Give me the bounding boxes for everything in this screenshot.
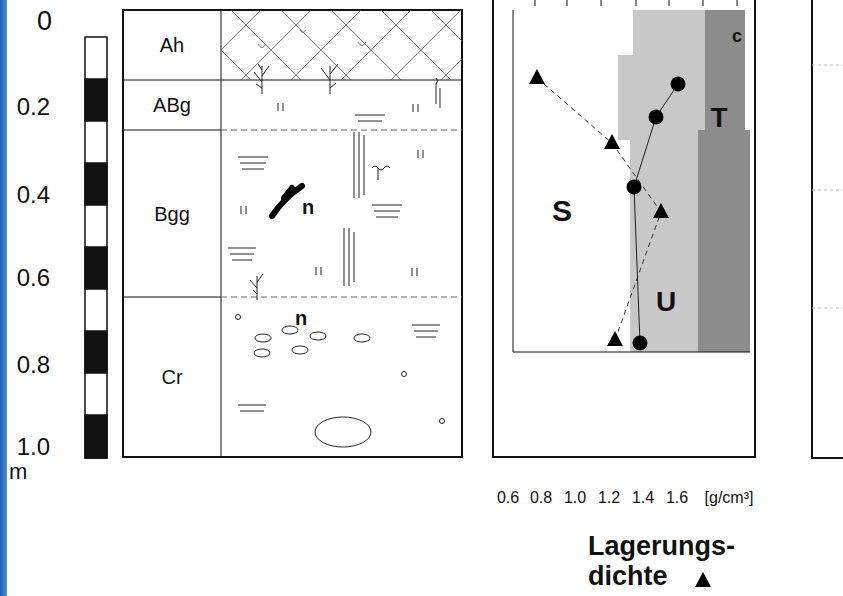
depth-unit: m [9, 460, 27, 484]
horizon-cell: Ah [123, 10, 221, 80]
grain-size-bands [513, 10, 750, 352]
top-ticks [535, 0, 737, 6]
fraction-label: S [552, 194, 572, 227]
symbol-letter: n [302, 196, 314, 218]
humus-hatching [221, 10, 462, 80]
fraction-label: U [656, 287, 676, 318]
depth-tick: 0 [37, 7, 52, 37]
axis-tick: 0.8 [530, 489, 552, 507]
fraction-label: T [710, 103, 727, 134]
axis-tick: 1.4 [632, 489, 654, 507]
slide-edge [0, 0, 7, 596]
next-panel-frame [812, 0, 843, 458]
profile-frame [123, 10, 462, 457]
axis-tick: 1.6 [666, 489, 688, 507]
density-chart-frame [493, 0, 755, 457]
horizon-cell: ABg [123, 80, 221, 130]
density-curve [529, 69, 669, 346]
horizon-cell: Bgg [123, 130, 221, 297]
axis-tick: 0.6 [497, 489, 519, 507]
circle-curve [627, 77, 686, 351]
black-root [272, 186, 302, 216]
axis-unit: [g/cm³] [705, 489, 754, 507]
legend-text: Lagerungs- dichte [588, 532, 738, 591]
axis-tick: 1.2 [598, 489, 620, 507]
horizon-cell: Cr [123, 297, 221, 457]
depth-tick: 0.2 [17, 94, 50, 120]
symbol-letter: n [295, 307, 307, 329]
horizon-label: ABg [153, 94, 191, 116]
depth-tick: 0.8 [17, 352, 50, 378]
soil-symbols [228, 64, 445, 447]
horizon-label: Bgg [154, 203, 190, 225]
depth-tick: 0.4 [17, 182, 50, 208]
legend-triangle [695, 572, 711, 587]
depth-scale-bar [85, 37, 107, 458]
axis-tick: 1.0 [564, 489, 586, 507]
horizon-label: Ah [160, 34, 184, 56]
depth-tick: 1.0 [17, 434, 50, 460]
horizon-label: Cr [161, 366, 182, 388]
depth-tick: 0.6 [17, 265, 50, 291]
fraction-label: c [732, 27, 742, 47]
